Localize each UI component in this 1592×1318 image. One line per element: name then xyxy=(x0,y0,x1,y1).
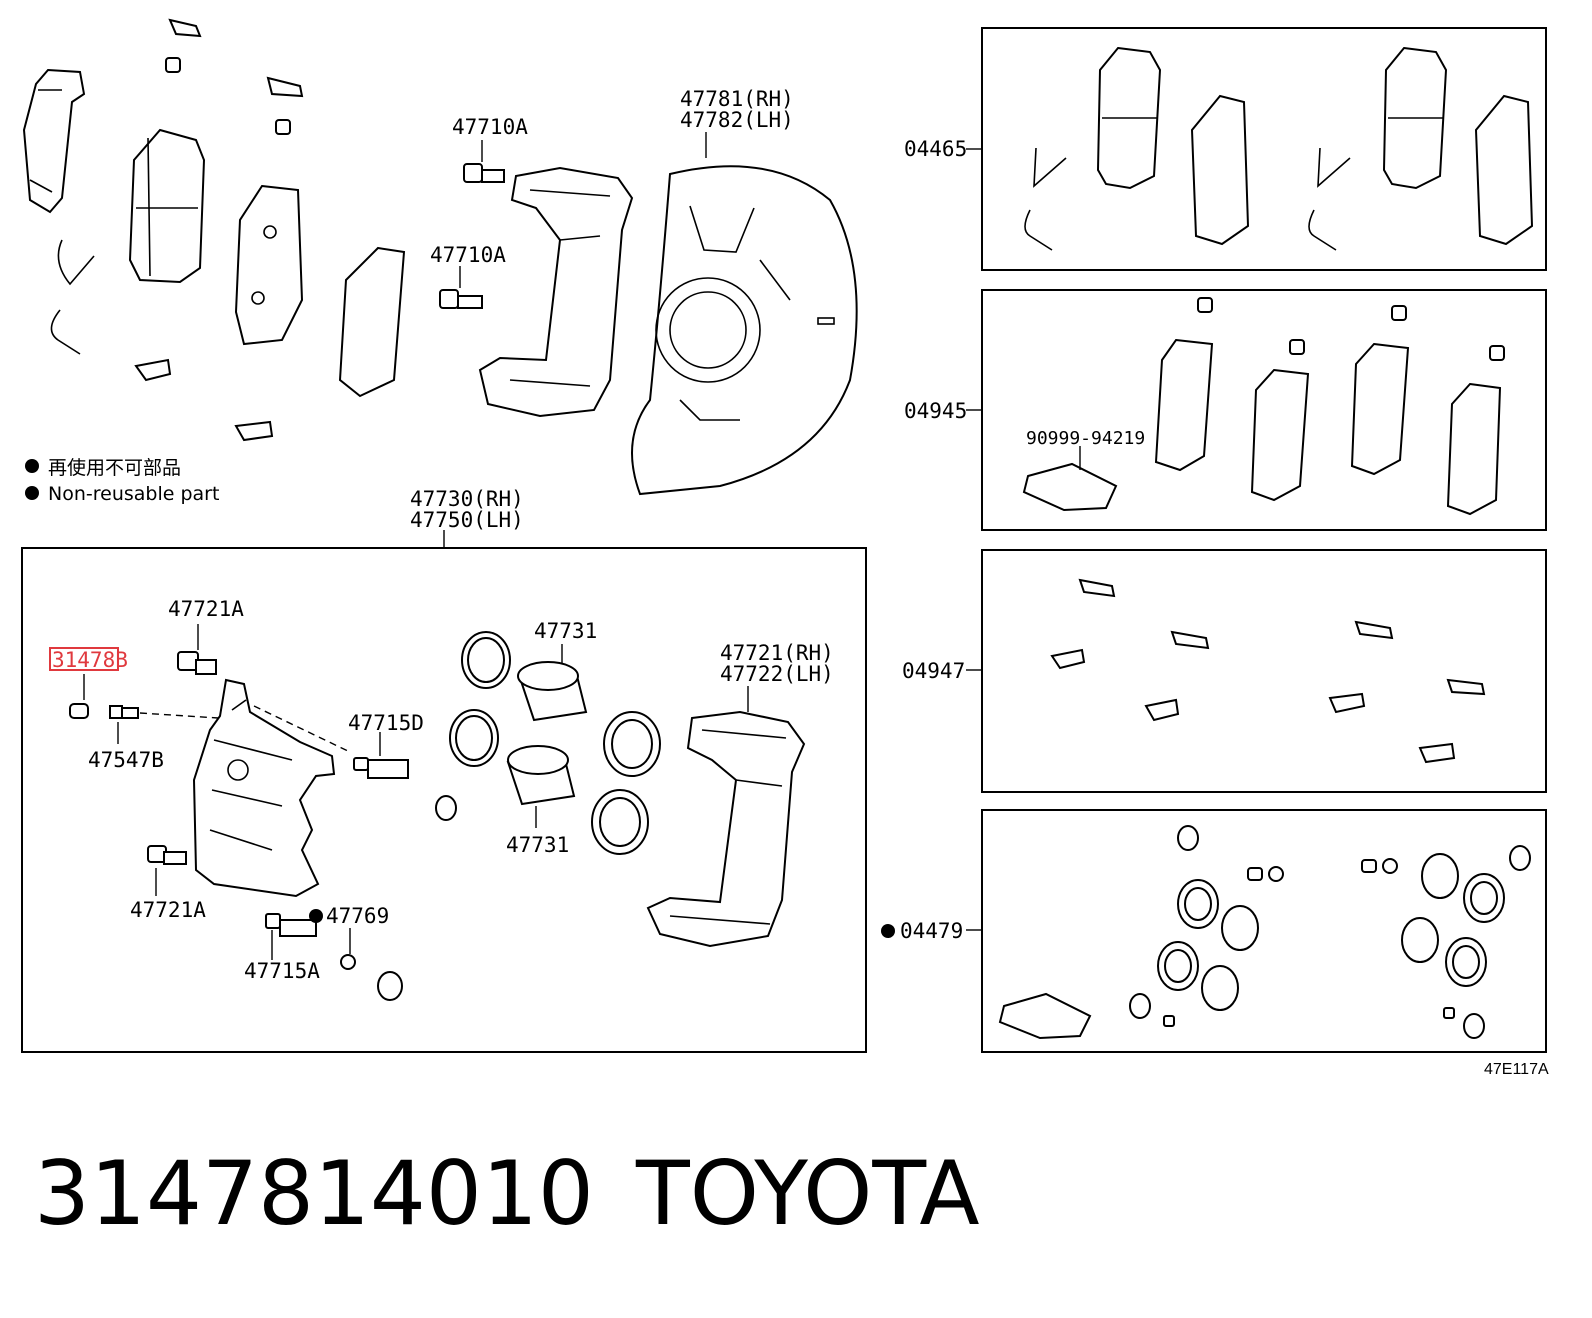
legend-japanese: 再使用不可部品 xyxy=(48,457,181,479)
legend: 再使用不可部品 Non-reusable part xyxy=(25,457,219,505)
callout-47721a-bottom: 47721A xyxy=(130,898,206,922)
callout-47769: 47769 xyxy=(326,904,389,928)
pad-shim-group-top-left xyxy=(22,18,406,442)
callout-47721a-top: 47721A xyxy=(168,597,244,621)
kit-box-04947 xyxy=(981,549,1547,793)
callout-47722: 47722(LH) xyxy=(720,662,834,686)
callout-47721: 47721(RH) xyxy=(720,641,834,665)
callout-47730: 47730(RH) xyxy=(410,487,524,511)
caliper-mount-group xyxy=(439,132,858,496)
callout-47782: 47782(LH) xyxy=(680,108,794,132)
callout-04947: 04947 xyxy=(902,659,965,683)
part-number: 3147814010 xyxy=(34,1142,594,1245)
bullet-icon xyxy=(25,459,39,473)
callout-04465: 04465 xyxy=(904,137,967,161)
callout-47731-top: 47731 xyxy=(534,619,597,643)
kit-box-04465 xyxy=(981,27,1547,271)
callout-47781: 47781(RH) xyxy=(680,87,794,111)
kit-04945-parts xyxy=(1022,297,1505,516)
non-reusable-bullet-icon xyxy=(309,909,323,923)
callout-47710a-top: 47710A xyxy=(452,115,528,139)
callout-47715d: 47715D xyxy=(348,711,424,735)
diagram-reference-code: 47E117A xyxy=(1484,1061,1549,1078)
caliper-assembly-parts xyxy=(69,624,806,1001)
legend-english: Non-reusable part xyxy=(48,483,219,505)
callout-47710a-mid: 47710A xyxy=(430,243,506,267)
grease-packet-icon xyxy=(1022,462,1118,512)
brand-name: TOYOTA xyxy=(636,1142,980,1245)
kit-04947-parts xyxy=(1050,578,1486,764)
callout-47731-bottom: 47731 xyxy=(506,833,569,857)
callout-labels: 47710A 47710A 47781(RH) 47782(LH) 47730(… xyxy=(49,87,1549,1078)
callout-04479: 04479 xyxy=(900,919,963,943)
kit-box-04479 xyxy=(981,809,1547,1053)
kit-04479-parts xyxy=(998,825,1531,1040)
callout-47547b: 47547B xyxy=(88,748,164,772)
callout-47715a: 47715A xyxy=(244,959,320,983)
highlight-box xyxy=(49,647,119,671)
kit-04465-parts xyxy=(1024,46,1534,251)
callout-04945: 04945 xyxy=(904,399,967,423)
non-reusable-bullet-icon xyxy=(881,924,895,938)
callout-90999-94219: 90999-94219 xyxy=(1026,428,1145,449)
grease-packet-icon xyxy=(998,992,1092,1040)
bullet-icon xyxy=(25,486,39,500)
callout-31478b-highlighted: 31478B xyxy=(52,648,128,672)
callout-47750: 47750(LH) xyxy=(410,508,524,532)
